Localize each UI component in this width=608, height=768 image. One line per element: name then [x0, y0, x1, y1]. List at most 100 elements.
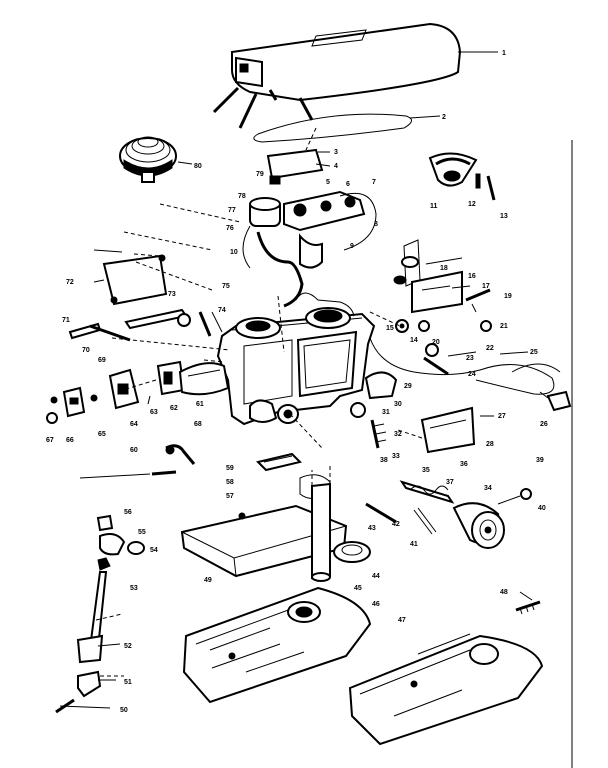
callout-78: 78	[238, 193, 246, 200]
part-power-cord	[369, 337, 572, 412]
callout-39: 39	[536, 457, 544, 464]
part-column-clamp	[333, 541, 371, 563]
callout-23: 23	[466, 355, 474, 362]
callout-76: 76	[226, 225, 234, 232]
part-base-bolt	[515, 600, 541, 615]
callout-79: 79	[256, 171, 264, 178]
callout-77: 77	[228, 207, 236, 214]
callout-61: 61	[196, 401, 204, 408]
callout-34: 34	[484, 485, 492, 492]
callout-6: 6	[346, 181, 350, 188]
callout-19: 19	[504, 293, 512, 300]
callout-70: 70	[82, 347, 90, 354]
part-switch-box	[46, 360, 230, 424]
part-feed-crank	[365, 480, 532, 549]
callout-54: 54	[150, 547, 158, 554]
part-base-alt	[348, 633, 544, 746]
callout-46: 46	[372, 601, 380, 608]
callout-60: 60	[130, 447, 138, 454]
callout-64: 64	[130, 421, 138, 428]
part-base-main	[182, 586, 372, 704]
callout-22: 22	[486, 345, 494, 352]
callout-65: 65	[98, 431, 106, 438]
callout-66: 66	[66, 437, 74, 444]
callout-10: 10	[230, 249, 238, 256]
callout-50: 50	[120, 707, 128, 714]
callout-8: 8	[374, 221, 378, 228]
part-insert-plate	[102, 253, 168, 306]
callout-7: 7	[372, 179, 376, 186]
callout-15: 15	[386, 325, 394, 332]
part-switch-bracket	[393, 239, 491, 314]
part-washers	[395, 319, 492, 333]
callout-27: 27	[498, 413, 506, 420]
callout-33: 33	[392, 453, 400, 460]
callout-48: 48	[500, 589, 508, 596]
callout-63: 63	[150, 409, 158, 416]
callout-labels: 1 2 3 4 5 6 7 8 9 10 11 12 13 14 15 16 1…	[46, 50, 548, 714]
callout-3: 3	[334, 149, 338, 156]
callout-20: 20	[432, 339, 440, 346]
callout-30: 30	[394, 401, 402, 408]
part-column	[311, 464, 331, 582]
callout-74: 74	[218, 307, 226, 314]
callout-73: 73	[168, 291, 176, 298]
callout-69: 69	[98, 357, 106, 364]
callout-37: 37	[446, 479, 454, 486]
callout-72: 72	[66, 279, 74, 286]
callout-25: 25	[530, 349, 538, 356]
part-spindle-pulley	[428, 152, 496, 201]
callout-62: 62	[170, 405, 178, 412]
assembly-centerlines	[111, 127, 423, 449]
part-handle-rods	[68, 322, 131, 342]
part-head-plate	[266, 148, 324, 185]
callout-12: 12	[468, 201, 476, 208]
callout-16: 16	[468, 273, 476, 280]
part-worktable	[180, 504, 348, 578]
callout-43: 43	[368, 525, 376, 532]
part-feed-hardware	[350, 371, 398, 449]
callout-47: 47	[398, 617, 406, 624]
callout-24: 24	[468, 371, 476, 378]
callout-58: 58	[226, 479, 234, 486]
callout-11: 11	[430, 203, 438, 210]
callout-leader-lines	[59, 51, 533, 709]
callout-2: 2	[442, 114, 446, 121]
part-head-casting	[216, 292, 376, 426]
callout-51: 51	[124, 679, 132, 686]
part-pivot-hardware	[423, 343, 477, 376]
callout-35: 35	[422, 467, 430, 474]
callout-44: 44	[372, 573, 380, 580]
callout-57: 57	[226, 493, 234, 500]
callout-38: 38	[380, 457, 388, 464]
callout-36: 36	[460, 461, 468, 468]
callout-53: 53	[130, 585, 138, 592]
callout-52: 52	[124, 643, 132, 650]
callout-75: 75	[222, 283, 230, 290]
callout-67: 67	[46, 437, 54, 444]
callout-29: 29	[404, 383, 412, 390]
part-lock-lever	[124, 308, 223, 337]
callout-9: 9	[350, 243, 354, 250]
callout-59: 59	[226, 465, 234, 472]
callout-55: 55	[138, 529, 146, 536]
callout-42: 42	[392, 521, 400, 528]
callout-32: 32	[394, 431, 402, 438]
callout-13: 13	[500, 213, 508, 220]
callout-17: 17	[482, 283, 490, 290]
callout-49: 49	[204, 577, 212, 584]
callout-80: 80	[194, 163, 202, 170]
callout-31: 31	[382, 409, 390, 416]
part-quill-assembly	[242, 190, 377, 308]
callout-21: 21	[500, 323, 508, 330]
part-adjuster-handle	[151, 444, 196, 476]
callout-68: 68	[194, 421, 202, 428]
callout-14: 14	[410, 337, 418, 344]
callout-26: 26	[540, 421, 548, 428]
part-belt-guard	[212, 22, 462, 129]
part-drive-belt	[253, 113, 412, 143]
callout-56: 56	[124, 509, 132, 516]
callout-71: 71	[62, 317, 70, 324]
